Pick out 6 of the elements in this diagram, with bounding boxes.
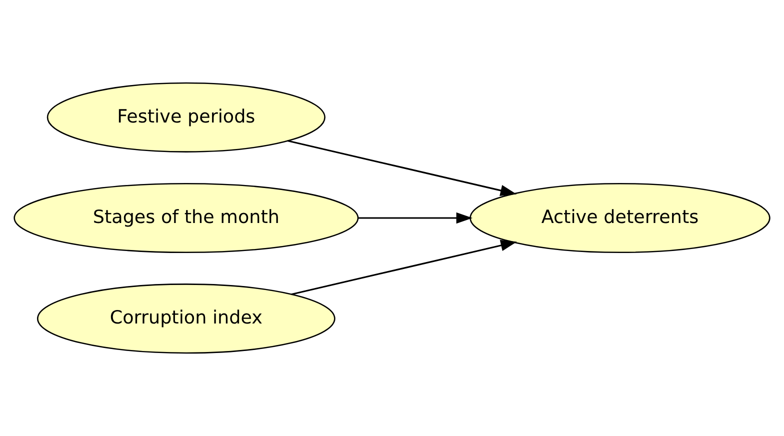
node-ellipse: Stages of the month [14, 182, 359, 254]
arrow [287, 140, 517, 196]
node-ellipse: Festive periods [46, 82, 326, 152]
arrow [291, 240, 517, 296]
node-ellipse: Corruption index [37, 284, 336, 354]
arrow [358, 212, 473, 224]
